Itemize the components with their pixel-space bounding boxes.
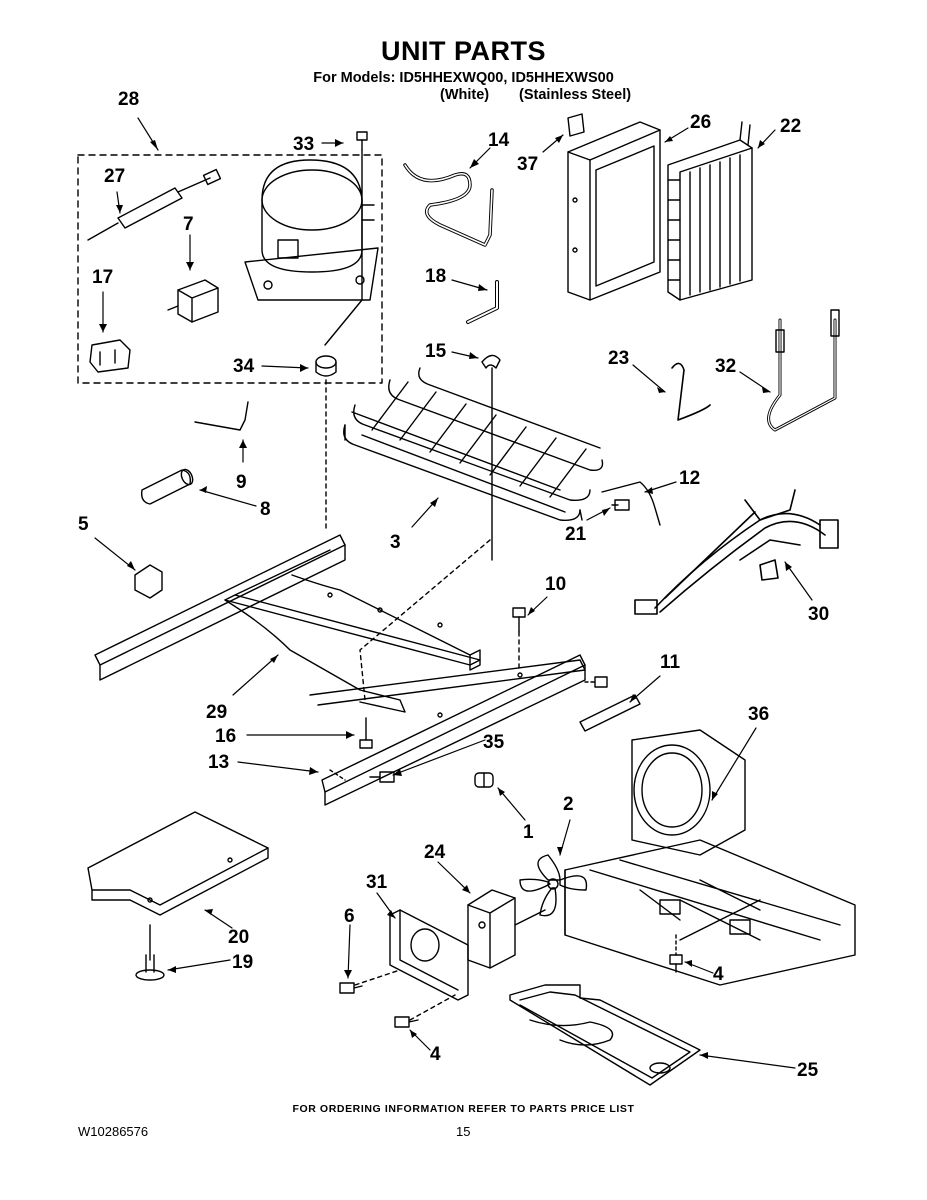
leveling-foot xyxy=(135,954,165,981)
variant-stainless: (Stainless Steel) xyxy=(519,87,632,103)
screw-4-lower xyxy=(394,1016,419,1028)
callout-14: 14 xyxy=(488,130,510,151)
callout-19: 19 xyxy=(232,952,253,973)
callout-12: 12 xyxy=(679,468,700,489)
callout-29: 29 xyxy=(206,702,227,723)
page-number: 15 xyxy=(456,1124,471,1139)
callout-37: 37 xyxy=(517,154,538,175)
condenser-coil xyxy=(667,121,753,301)
start-relay xyxy=(167,279,219,323)
part-1 xyxy=(474,772,494,788)
grommet xyxy=(315,355,337,377)
variant-white: (White) xyxy=(440,87,490,103)
callout-21: 21 xyxy=(565,524,587,545)
insulation-pad xyxy=(87,811,269,916)
callout-16: 16 xyxy=(215,726,236,747)
callout-31: 31 xyxy=(366,872,388,893)
callout-27: 27 xyxy=(104,166,125,187)
condenser-housing xyxy=(567,121,661,301)
callout-8: 8 xyxy=(260,499,271,520)
base-frame xyxy=(94,534,586,806)
overload-protector xyxy=(89,339,131,373)
callout-23: 23 xyxy=(608,348,629,369)
compressor xyxy=(244,159,379,301)
callout-25: 25 xyxy=(797,1060,819,1081)
page-title: UNIT PARTS xyxy=(381,36,546,66)
callout-36: 36 xyxy=(748,704,769,725)
wire-9 xyxy=(194,401,249,431)
screw-4-right xyxy=(669,934,683,973)
kit-boundary-box xyxy=(77,154,383,384)
screw-16 xyxy=(359,717,373,749)
callout-20: 20 xyxy=(228,927,249,948)
motor-bracket xyxy=(389,909,469,1001)
callout-18: 18 xyxy=(425,266,446,287)
callout-32: 32 xyxy=(715,356,736,377)
clip-37 xyxy=(567,113,585,137)
callout-numbers: 28 33 14 37 26 22 27 7 17 18 34 15 23 32… xyxy=(78,89,829,1081)
callout-10: 10 xyxy=(545,574,566,595)
screw-11-area xyxy=(584,676,608,688)
callout-22: 22 xyxy=(780,116,801,137)
screw-6 xyxy=(339,982,363,994)
callout-9: 9 xyxy=(236,472,247,493)
fan-shroud-base xyxy=(564,729,856,986)
callout-7: 7 xyxy=(183,214,194,235)
callout-34: 34 xyxy=(233,356,255,377)
wire-harness xyxy=(634,489,839,615)
callout-4-right: 4 xyxy=(713,964,724,985)
ordering-note: FOR ORDERING INFORMATION REFER TO PARTS … xyxy=(292,1103,635,1115)
screw-21 xyxy=(611,499,630,511)
screw-35 xyxy=(369,771,395,783)
hook-23 xyxy=(671,362,711,421)
callout-2: 2 xyxy=(563,794,574,815)
filter-drier xyxy=(87,168,222,241)
callout-30: 30 xyxy=(808,604,829,625)
callout-13: 13 xyxy=(208,752,229,773)
callout-1: 1 xyxy=(523,822,534,843)
callout-11: 11 xyxy=(660,652,681,673)
callout-5: 5 xyxy=(78,514,89,535)
insulation-tube-8 xyxy=(140,468,194,505)
callout-15: 15 xyxy=(425,341,447,362)
callout-28: 28 xyxy=(118,89,139,110)
cable-tie xyxy=(579,694,641,732)
callout-24: 24 xyxy=(424,842,446,863)
clip-15 xyxy=(481,354,501,369)
callout-6: 6 xyxy=(344,906,355,927)
callout-leaders xyxy=(94,117,813,1069)
fan-blade xyxy=(519,854,588,917)
bracket-5 xyxy=(134,564,163,599)
callout-33: 33 xyxy=(293,134,314,155)
model-variants: (White) (Stainless Steel) xyxy=(440,87,631,103)
drain-pan xyxy=(509,984,701,1086)
evaporator-coils xyxy=(343,367,604,521)
document-id: W10286576 xyxy=(78,1124,149,1139)
callout-26: 26 xyxy=(690,112,711,133)
callout-arrowheads xyxy=(99,135,792,1059)
callout-35: 35 xyxy=(483,732,505,753)
fan-motor xyxy=(467,889,546,969)
callout-4-lower: 4 xyxy=(430,1044,441,1065)
screw-10 xyxy=(512,607,526,633)
model-list: For Models: ID5HHEXWQ00, ID5HHEXWS00 xyxy=(313,70,614,86)
capillary-tube xyxy=(767,309,840,432)
callout-3: 3 xyxy=(390,532,401,553)
callout-17: 17 xyxy=(92,267,113,288)
